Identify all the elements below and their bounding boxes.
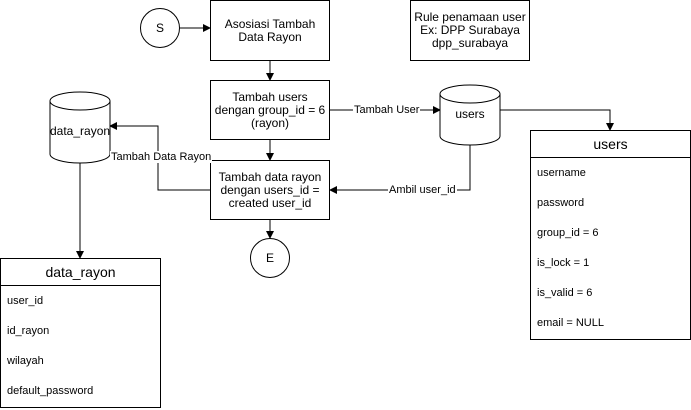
data-rayon-table-field: user_id [7,295,44,307]
step-tambah-data-rayon: Tambah data rayon dengan users_id = crea… [210,160,330,220]
users-database-icon [439,84,501,146]
rule-note: Rule penamaan user Ex: DPP Surabaya dpp_… [410,0,530,61]
data-rayon-table-field: wilayah [7,355,44,367]
edge-label-ambil-user-id: Ambil user_id [388,184,457,196]
users-table-field: group_id = 6 [537,227,599,239]
edge-ambil-user-id [329,145,471,194]
start-node: S [140,8,180,48]
users-table-field: password [537,197,585,209]
users-table: users username password group_id = 6 is_… [530,130,691,340]
users-table-field: username [537,167,586,179]
data-rayon-table-field: default_password [7,385,94,397]
users-table-field: is_valid = 6 [537,287,593,299]
users-table-field: is_lock = 1 [537,257,590,269]
data-rayon-database-label: data_rayon [50,124,111,138]
data-rayon-table-field: id_rayon [7,325,50,337]
step-asosiasi: Asosiasi Tambah Data Rayon [210,0,330,61]
users-table-title: users [531,131,690,158]
data-rayon-database-icon [49,91,111,164]
users-table-field: email = NULL [537,317,604,329]
edge-label-tambah-data-rayon: Tambah Data Rayon [110,151,213,163]
edge-label-tambah-user: Tambah User [353,104,421,116]
end-node: E [250,238,290,278]
step-tambah-users: Tambah users dengan group_id = 6 (rayon) [210,80,330,140]
users-database-label: users [455,107,485,121]
data-rayon-table: data_rayon user_id id_rayon wilayah defa… [0,258,161,408]
edge-users-db-to-table [500,109,614,131]
data-rayon-table-title: data_rayon [1,259,160,286]
